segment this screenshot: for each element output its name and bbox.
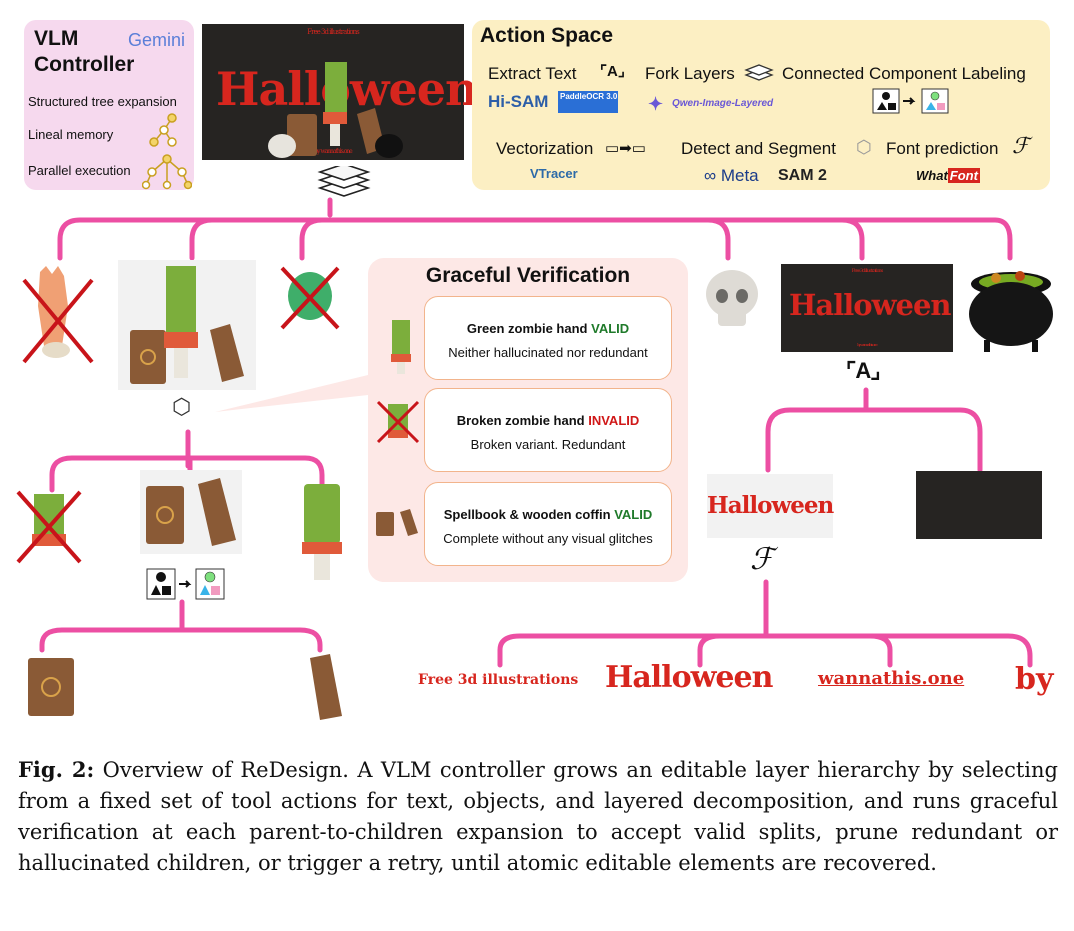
action-space-panel: Action Space Extract Text ⌜A⌟ Hi-SAM Pad… [472, 20, 1050, 190]
verification-card-book-coffin: Spellbook & wooden coffin VALID Complete… [424, 482, 672, 566]
text-extract-icon: ⌜A⌟ [846, 358, 881, 383]
background-layer [916, 471, 1042, 539]
broken-hand-rejected [16, 490, 82, 564]
hand-book-coffin-render [130, 266, 244, 384]
text-layer-top: Free 3d illustrations [851, 268, 884, 274]
font-prediction-icon: ℱ [750, 542, 774, 577]
action-fork-layers: Fork Layers [645, 64, 735, 83]
graceful-verification-panel: Graceful Verification Green zombie hand … [368, 258, 688, 582]
book-coffin-render [146, 478, 236, 546]
caption-label: Fig. 2: [18, 757, 95, 782]
vlm-item-tree: Structured tree expansion [28, 94, 177, 109]
action-connected-components: Connected Component Labeling [782, 64, 1026, 83]
vlm-title-line1: VLM [34, 27, 79, 50]
image-to-vector-icon: ▭➡▭ [605, 140, 646, 157]
poster-bottom-text: by wannathis.one [314, 148, 352, 155]
shapes-transform-icon [872, 88, 949, 114]
book-coffin-thumb [376, 509, 418, 536]
poster-objects [268, 62, 403, 158]
card-note: Broken variant. Redundant [470, 437, 626, 452]
qwen-icon: ✦ [648, 94, 664, 114]
card-head: Spellbook & wooden coffin VALID [443, 507, 653, 522]
card-head: Green zombie hand VALID [466, 321, 630, 336]
leaf-word-wannathis: wannathis.one [818, 668, 965, 689]
orange-hand-rejected [22, 266, 94, 364]
action-vectorization: Vectorization [496, 139, 594, 158]
broken-hand-thumb [376, 400, 420, 444]
parallel-execution-icon [142, 154, 192, 190]
vlm-title-line2: Controller [34, 53, 135, 76]
lineal-memory-icon [149, 113, 177, 147]
leaf-word-free-3d: Free 3d illustrations [418, 672, 579, 688]
verification-card-green-hand: Green zombie hand VALID Neither hallucin… [424, 296, 672, 380]
gemini-logo: Gemini [128, 30, 186, 50]
action-font-prediction: Font prediction [886, 139, 999, 158]
green-skull-rejected [280, 266, 340, 330]
verification-card-broken-hand: Broken zombie hand INVALID Broken varian… [424, 388, 672, 472]
action-space-title: Action Space [480, 24, 614, 47]
text-layer-bottom: by wannathis.one [857, 342, 878, 347]
layers-stack-icon [317, 166, 371, 197]
skull-image [706, 270, 758, 326]
verification-title: Graceful Verification [425, 264, 631, 287]
fork-layers-icon [744, 64, 774, 81]
card-note: Complete without any visual glitches [443, 531, 653, 546]
card-head: Broken zombie hand INVALID [456, 413, 640, 428]
action-detect-segment: Detect and Segment [681, 139, 836, 158]
text-layer-title: Halloween [789, 288, 952, 322]
halloween-text-crop: Halloween [707, 474, 834, 538]
3d-box-detect-icon: ⬡ [856, 137, 872, 157]
text-extract-icon: ⌜A⌟ [600, 63, 625, 80]
spellbook-image [28, 658, 74, 716]
tree-connectors [39, 197, 1033, 668]
font-script-F-icon: ℱ [1012, 134, 1030, 159]
detect-segment-icon: ⬡ [172, 394, 192, 419]
halloween-crop-title: Halloween [707, 492, 834, 519]
green-hand-thumb [391, 320, 411, 374]
vlm-item-parallel: Parallel execution [28, 163, 131, 178]
poster-title: Halloween [216, 62, 478, 116]
hand-book-coffin-image [118, 260, 256, 390]
root-poster-image: Free 3d illustrations Halloween by wanna… [202, 24, 478, 160]
poster-top-text: Free 3d illustrations [307, 28, 359, 36]
vlm-item-memory: Lineal memory [28, 127, 114, 142]
card-note: Neither hallucinated nor redundant [448, 345, 648, 360]
coffin-image [310, 654, 342, 720]
vlm-controller-panel: VLM Controller Gemini Structured tree ex… [24, 20, 194, 190]
leaf-word-by: by [1015, 662, 1054, 697]
paddleocr-logo: PaddleOCR 3.0 [558, 91, 618, 113]
figure-caption: Fig. 2: Overview of ReDesign. A VLM cont… [18, 754, 1058, 879]
vtracer-logo: VTracer [530, 166, 578, 181]
meta-logo: ∞ Meta [704, 166, 759, 185]
text-layer-poster: Free 3d illustrations Halloween by wanna… [781, 264, 953, 352]
qwen-logo: Qwen-Image-Layered [672, 98, 774, 109]
hisam-logo: Hi-SAM [488, 92, 549, 111]
book-coffin-image [140, 470, 242, 554]
action-extract-text: Extract Text [488, 64, 577, 83]
green-hand-image [302, 484, 342, 580]
caption-text: Overview of ReDesign. A VLM controller g… [18, 758, 1058, 875]
cauldron-image [969, 271, 1053, 352]
sam2-logo: SAM 2 [778, 167, 827, 184]
connected-components-icon [146, 568, 225, 600]
leaf-word-halloween: Halloween [605, 660, 773, 695]
